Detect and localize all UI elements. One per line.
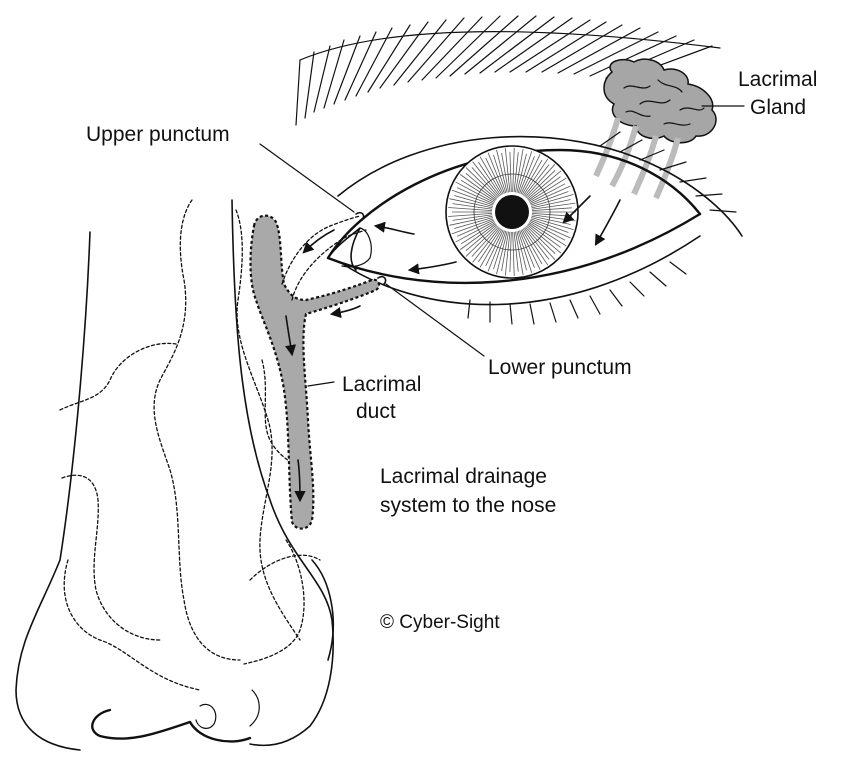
label-lower-punctum: Lower punctum [488, 356, 632, 379]
lacrimal-duct [251, 213, 386, 529]
copyright-notice: © Cyber-Sight [380, 612, 500, 633]
label-lacrimal-duct-1: Lacrimal [342, 373, 421, 396]
label-upper-punctum: Upper punctum [86, 123, 230, 146]
label-lacrimal-duct-2: duct [356, 400, 396, 423]
nose-outline [16, 200, 333, 750]
label-lacrimal-gland-1: Lacrimal [738, 68, 817, 91]
lacrimal-gland [596, 59, 716, 198]
label-drainage-system-1: Lacrimal drainage [380, 465, 547, 488]
iris [446, 146, 578, 278]
label-lacrimal-gland-2: Gland [750, 96, 806, 119]
label-drainage-system-2: system to the nose [380, 494, 556, 517]
pupil [495, 195, 529, 229]
